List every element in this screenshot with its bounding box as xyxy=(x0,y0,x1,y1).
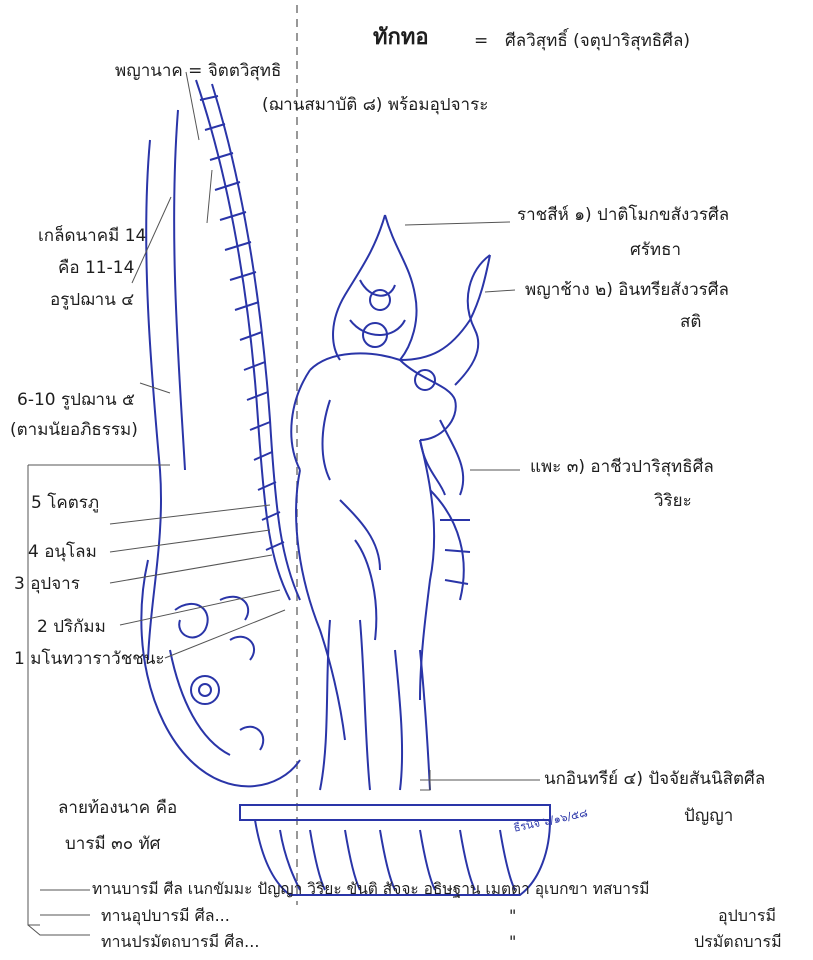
bottom-line-3-mid: " xyxy=(509,934,516,950)
label-jhana: (ฌานสมาบัติ ๘) พร้อมอุปจาระ xyxy=(262,97,488,114)
label-belly-1: ลายท้องนาค คือ xyxy=(58,800,177,817)
bottom-line-2-right: อุปบารมี xyxy=(718,908,776,924)
label-s1: 1 มโนทวาราวัชชนะ xyxy=(14,651,165,668)
label-belly-2: บารมี ๓๐ ทัศ xyxy=(65,836,160,853)
label-s5: 5 โคตรภู xyxy=(31,495,99,512)
bottom-line-1: ทานบารมี ศีล เนกขัมมะ ปัญญา วิริยะ ขันติ… xyxy=(92,882,650,898)
label-s2: 2 ปริกัมม xyxy=(37,619,106,636)
bottom-line-3-left: ทานปรมัตถบารมี ศีล... xyxy=(101,934,259,950)
label-goat-1: แพะ ๓) อาชีวปาริสุทธิศีล xyxy=(530,459,714,476)
header-title: ทักทอ xyxy=(373,27,429,49)
creature-body xyxy=(240,215,550,895)
label-scale-3: อรูปฌาน ๔ xyxy=(50,292,134,309)
label-scale-2: คือ 11-14 xyxy=(58,260,134,277)
label-goat-2: วิริยะ xyxy=(654,493,692,510)
bottom-line-2-mid: " xyxy=(509,908,516,924)
label-raja-2: ศรัทธา xyxy=(630,242,681,259)
header-equals: = xyxy=(474,33,488,50)
label-rupa-2: (ตามนัยอภิธรรม) xyxy=(10,422,138,439)
bottom-line-3-right: ปรมัตถบารมี xyxy=(694,934,782,950)
label-s4: 4 อนุโลม xyxy=(28,544,97,561)
label-bird-2: ปัญญา xyxy=(684,808,733,825)
bottom-line-2-left: ทานอุปบารมี ศีล... xyxy=(101,908,230,924)
label-elephant-2: สติ xyxy=(680,314,701,331)
header-right-label: ศีลวิสุทธิ์ (จตุปาริสุทธิศีล) xyxy=(505,33,690,50)
label-scale-1: เกล็ดนาคมี 14 xyxy=(38,228,146,245)
label-raja-1: ราชสีห์ ๑) ปาติโมกขสังวรศีล xyxy=(517,207,729,224)
label-s3: 3 อุปจาร xyxy=(14,576,80,593)
label-elephant-1: พญาช้าง ๒) อินทรียสังวรศีล xyxy=(525,282,729,299)
label-phaya-nak: พญานาค = จิตตวิสุทธิ xyxy=(115,63,281,80)
label-bird-1: นกอินทรีย์ ๔) ปัจจัยสันนิสิตศีล xyxy=(544,771,765,788)
naga-body xyxy=(141,80,300,786)
label-rupa-1: 6-10 รูปฌาน ๕ xyxy=(17,392,135,409)
